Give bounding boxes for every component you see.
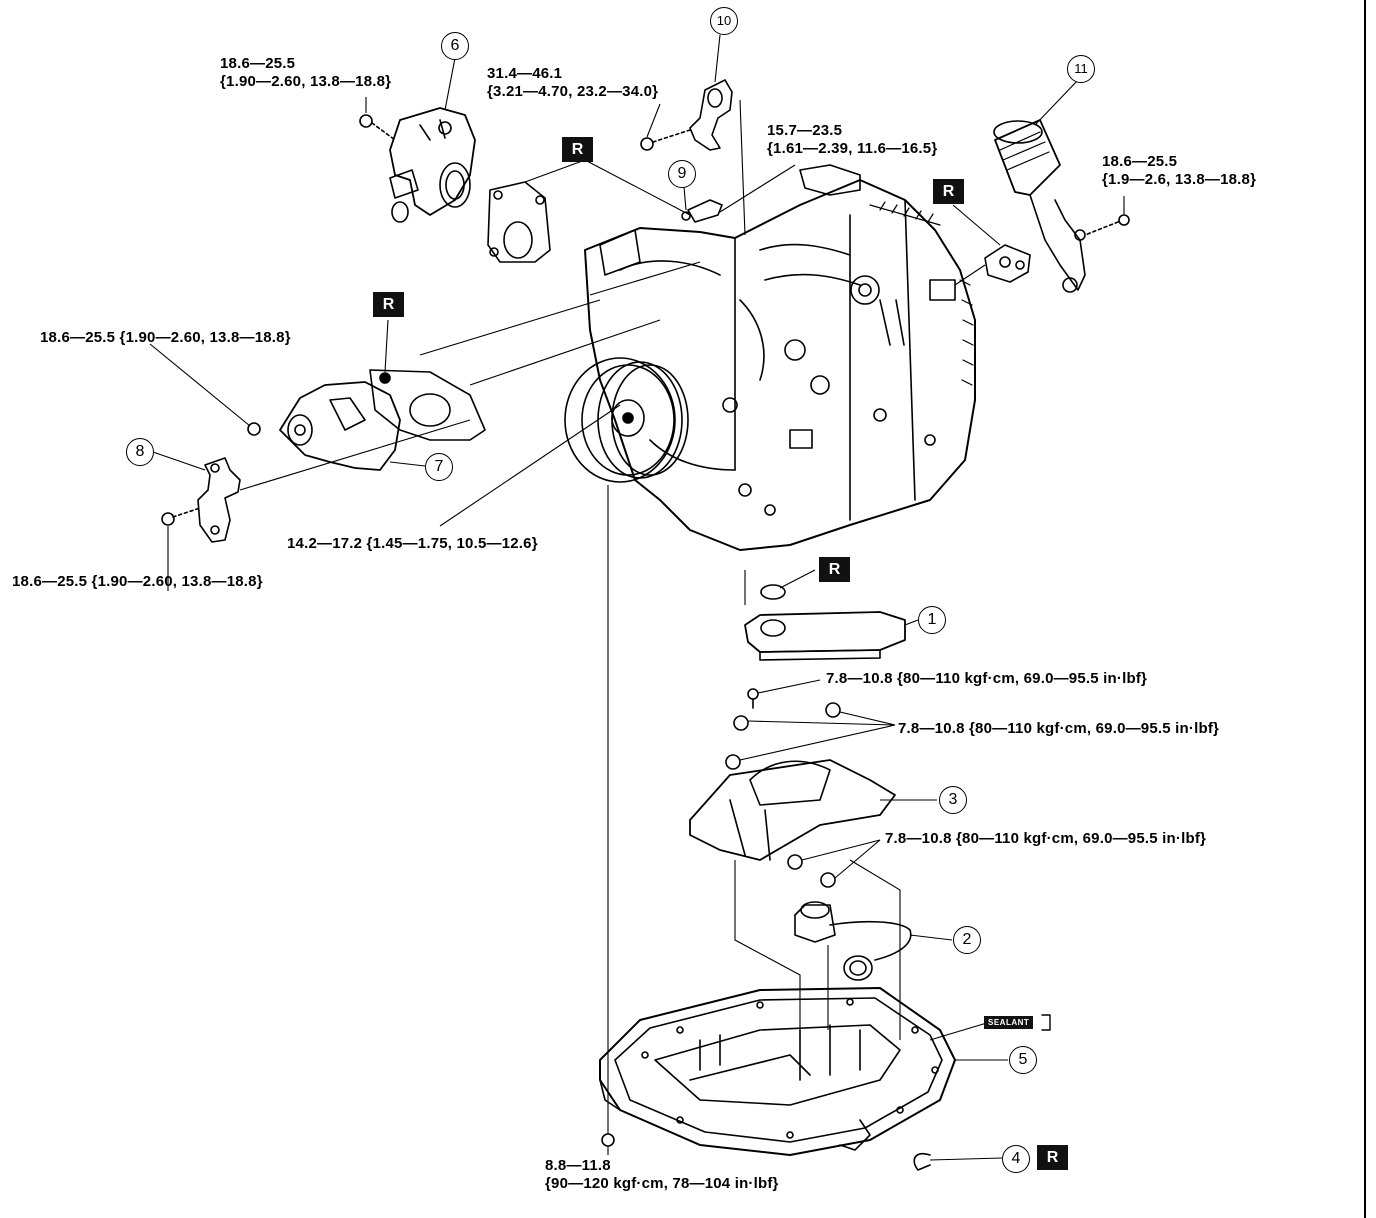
o-ring — [760, 584, 786, 600]
torque-label-part6: 18.6—25.5 {1.90—2.60, 13.8—18.8} — [220, 55, 391, 91]
torque-value: 8.8—11.8 — [545, 1157, 611, 1174]
leader-lines — [149, 34, 1125, 1161]
torque-label-oil-pan: 8.8—11.8 {90—120 kgf·cm, 78—104 in·lbf} — [545, 1157, 779, 1193]
crank-pulley — [564, 357, 689, 483]
callout-9: 9 — [668, 160, 696, 188]
callout-4: 4 — [1002, 1145, 1030, 1173]
engine-block — [584, 164, 976, 551]
part-7-water-pump — [279, 381, 401, 471]
torque-label-part11: 18.6—25.5 {1.9—2.6, 13.8—18.8} — [1102, 153, 1256, 189]
torque-value: 18.6—25.5 — [1102, 153, 1178, 170]
torque-label-sensor-nuts: 7.8—10.8 {80—110 kgf·cm, 69.0—95.5 in·lb… — [885, 830, 1207, 847]
strainer-bolt — [747, 688, 759, 700]
part-10-bracket — [689, 79, 733, 151]
bolt-7 — [247, 422, 261, 436]
bolt-10 — [640, 137, 654, 151]
torque-units: {3.21—4.70, 23.2—34.0} — [487, 83, 659, 100]
gasket-filter — [984, 244, 1031, 283]
torque-label-part10: 31.4—46.1 {3.21—4.70, 23.2—34.0} — [487, 65, 658, 101]
part-4-clip — [913, 1152, 931, 1171]
torque-units: {1.61—2.39, 11.6—16.5} — [767, 140, 938, 157]
part-6-water-housing — [389, 107, 476, 223]
callout-2: 2 — [953, 926, 981, 954]
callout-1: 1 — [918, 606, 946, 634]
part-1-oil-strainer — [744, 611, 906, 661]
callout-10: 10 — [710, 7, 738, 35]
bolt-8 — [161, 512, 175, 526]
replace-mark-gasket-water-pump: R — [373, 292, 404, 317]
torque-label-part7: 18.6—25.5 {1.90—2.60, 13.8—18.8} — [40, 329, 291, 346]
sealant-tag: SEALANT — [984, 1016, 1034, 1029]
page-edge-line — [1364, 0, 1366, 1218]
torque-label-part9: 15.7—23.5 {1.61—2.39, 11.6—16.5} — [767, 122, 937, 158]
replace-mark-gasket-filter: R — [933, 179, 964, 204]
callout-11: 11 — [1067, 55, 1095, 83]
part-2-oil-level-sensor — [794, 901, 912, 981]
torque-label-part8: 18.6—25.5 {1.90—2.60, 13.8—18.8} — [12, 573, 263, 590]
replace-mark-clip: R — [1037, 1145, 1068, 1170]
strainer-nut-c — [725, 754, 741, 770]
sensor-nut-a — [787, 854, 803, 870]
callout-8: 8 — [126, 438, 154, 466]
torque-label-strainer-bolt: 7.8—10.8 {80—110 kgf·cm, 69.0—95.5 in·lb… — [826, 670, 1148, 687]
torque-units: {90—120 kgf·cm, 78—104 in·lbf} — [545, 1175, 779, 1192]
part-5-oil-pan — [599, 987, 956, 1156]
sensor-nut-b — [820, 872, 836, 888]
torque-value: 18.6—25.5 — [220, 55, 296, 72]
gasket-thermostat — [487, 181, 551, 263]
callout-3: 3 — [939, 786, 967, 814]
callout-6: 6 — [441, 32, 469, 60]
strainer-nut-b — [825, 702, 841, 718]
replace-mark-gasket-thermostat: R — [562, 137, 593, 162]
part-11-oil-filter — [993, 119, 1086, 293]
replace-mark-o-ring: R — [819, 557, 850, 582]
torque-label-pulley: 14.2—17.2 {1.45—1.75, 10.5—12.6} — [287, 535, 538, 552]
pan-bolt — [601, 1133, 615, 1147]
bolt-11 — [1118, 214, 1130, 226]
bolt-6 — [359, 114, 373, 128]
torque-value: 15.7—23.5 — [767, 122, 843, 139]
strainer-nut-a — [733, 715, 749, 731]
part-8-bracket — [197, 457, 241, 543]
callout-5: 5 — [1009, 1046, 1037, 1074]
torque-units: {1.90—2.60, 13.8—18.8} — [220, 73, 392, 90]
callout-7: 7 — [425, 453, 453, 481]
gasket-water-pump — [369, 369, 486, 441]
part-3-oil-pan-baffle — [689, 759, 896, 861]
torque-label-strainer-nuts: 7.8—10.8 {80—110 kgf·cm, 69.0—95.5 in·lb… — [898, 720, 1220, 737]
torque-value: 31.4—46.1 — [487, 65, 563, 82]
torque-units: {1.9—2.6, 13.8—18.8} — [1102, 171, 1257, 188]
part-9-sensor — [681, 199, 723, 223]
